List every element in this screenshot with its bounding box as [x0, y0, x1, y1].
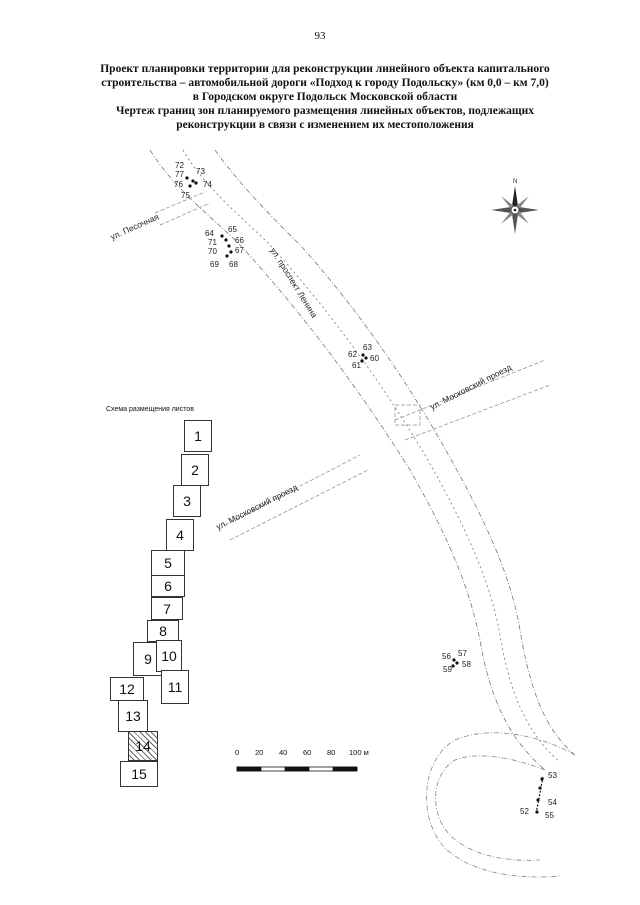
point-label: 65 [228, 225, 237, 234]
point-label: 77 [175, 170, 184, 179]
sheet-14-current: 14 [128, 731, 158, 761]
point-label: 67 [235, 246, 244, 255]
schema-title: Схема размещения листов [106, 406, 194, 413]
point-label: 54 [548, 798, 557, 807]
point-label: 71 [208, 238, 217, 247]
street-label-pesochnaya: ул. Песочная [109, 211, 161, 241]
point-label: 76 [174, 180, 183, 189]
title-line-1: Проект планировки территории для реконст… [100, 63, 550, 75]
sheet-10: 10 [156, 640, 182, 672]
sheet-3: 3 [173, 485, 201, 517]
point-label: 73 [196, 167, 205, 176]
point-label: 72 [175, 161, 184, 170]
sheet-12: 12 [110, 677, 144, 701]
point-label: 61 [352, 361, 361, 370]
scale-label: 100 м [349, 748, 369, 757]
point-label: 74 [203, 180, 212, 189]
point-label: 57 [458, 649, 467, 658]
title-line-2: строительства – автомобильной дороги «По… [101, 77, 549, 89]
side-roads [154, 191, 551, 541]
street-label-moskovsky-2: ул. Московский проезд [214, 482, 299, 532]
scale-label: 20 [255, 748, 264, 757]
point-label: 75 [181, 191, 190, 200]
page-number: 93 [314, 30, 326, 42]
sheet-6: 6 [151, 575, 185, 597]
boundary-points [185, 176, 544, 814]
street-label-lenina: ул. проспект Ленина [268, 246, 319, 320]
point-label: 66 [235, 236, 244, 245]
sheet-13: 13 [118, 700, 148, 732]
sheet-8: 8 [147, 620, 179, 642]
point-label: 63 [363, 343, 372, 352]
point-label: 59 [443, 665, 452, 674]
point-label: 52 [520, 807, 529, 816]
sheet-11: 11 [161, 670, 189, 704]
point-label: 62 [348, 350, 357, 359]
sheet-4: 4 [166, 519, 194, 551]
scale-bar [236, 766, 358, 772]
scale-label: 40 [279, 748, 288, 757]
point-label: 58 [462, 660, 471, 669]
sheet-7: 7 [151, 597, 183, 620]
point-label: 60 [370, 354, 379, 363]
point-label: 70 [208, 247, 217, 256]
title-line-5: реконструкции в связи с изменением их ме… [176, 119, 474, 131]
road-loop [426, 732, 576, 878]
scale-label: 60 [303, 748, 312, 757]
scale-label: 0 [235, 748, 240, 757]
sheet-15: 15 [120, 761, 158, 787]
north-arrow-icon: N [491, 179, 539, 234]
point-label: 69 [210, 260, 219, 269]
sheet-2: 2 [181, 454, 209, 486]
document-title: Проект планировки территории для реконст… [40, 62, 610, 132]
title-line-4: Чертеж границ зон планируемого размещени… [115, 105, 535, 117]
scale-label: 80 [327, 748, 336, 757]
north-label: N [513, 179, 517, 185]
road-corridor [149, 149, 576, 771]
sheet-5: 5 [151, 550, 185, 576]
street-label-moskovsky-1: ул. Московский проезд [428, 362, 513, 412]
point-label: 68 [229, 260, 238, 269]
sheet-1: 1 [184, 420, 212, 452]
point-label: 56 [442, 652, 451, 661]
point-label: 53 [548, 771, 557, 780]
boundary-line-52-53 [535, 776, 544, 815]
point-label: 64 [205, 229, 214, 238]
point-label: 55 [545, 811, 554, 820]
title-line-3: в Городском округе Подольск Московской о… [192, 91, 458, 103]
